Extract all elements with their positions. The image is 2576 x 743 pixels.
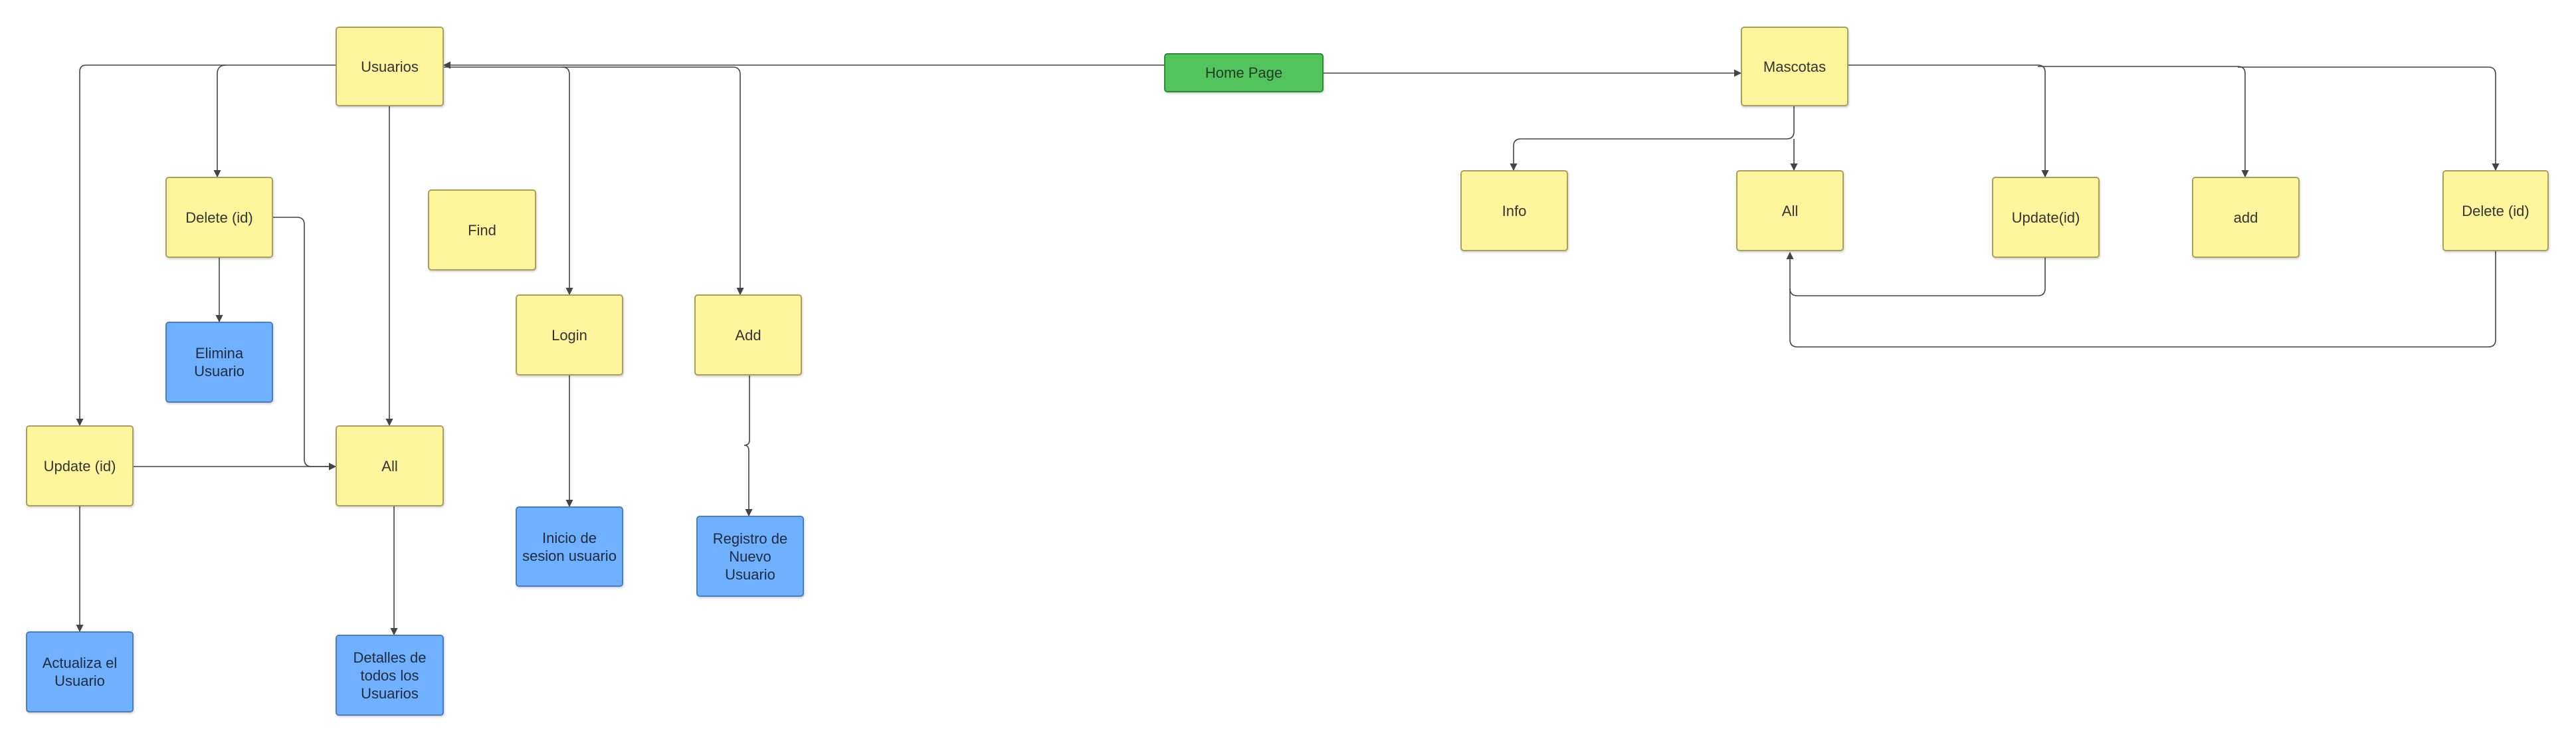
node-home-page[interactable]: Home Page (1164, 53, 1324, 92)
node-usuarios-login[interactable]: Login (516, 294, 623, 375)
edge-m-delete-to-all (1789, 251, 2496, 348)
edge-m-update-to-all (1786, 251, 2046, 296)
edge-mascotas-to-info (1510, 106, 1795, 171)
node-mascotas-update[interactable]: Update(id) (1992, 177, 2100, 258)
node-usuarios-delete[interactable]: Delete (id) (165, 177, 273, 258)
edge-usuarios-to-update (76, 64, 336, 427)
node-mascotas-delete[interactable]: Delete (id) (2442, 170, 2549, 251)
node-usuarios-add[interactable]: Add (694, 294, 802, 375)
edge-usuarios-to-delete (213, 64, 227, 178)
node-elimina-usuario[interactable]: Elimina Usuario (165, 322, 273, 403)
node-mascotas[interactable]: Mascotas (1741, 27, 1848, 106)
node-inicio-sesion[interactable]: Inicio de sesion usuario (516, 506, 623, 587)
edge-mascotas-to-update (1848, 64, 2049, 178)
node-usuarios-find[interactable]: Find (428, 189, 536, 270)
edge-delete-to-all (273, 217, 337, 471)
node-detalles-usuarios[interactable]: Detalles de todos los Usuarios (336, 635, 444, 716)
node-mascotas-info[interactable]: Info (1460, 170, 1568, 251)
edge-mascotas-to-add (2038, 66, 2249, 178)
edge-usuarios-to-add (562, 66, 744, 296)
edge-mascotas-to-delete (2238, 66, 2500, 171)
node-registro-usuario[interactable]: Registro de Nuevo Usuario (696, 516, 804, 597)
node-usuarios[interactable]: Usuarios (336, 27, 444, 106)
edge-add-to-registro (743, 375, 753, 517)
node-mascotas-add[interactable]: add (2192, 177, 2300, 258)
node-usuarios-update[interactable]: Update (id) (26, 425, 134, 506)
node-mascotas-all[interactable]: All (1736, 170, 1844, 251)
node-actualiza-usuario[interactable]: Actualiza el Usuario (26, 631, 134, 712)
node-usuarios-all[interactable]: All (336, 425, 444, 506)
